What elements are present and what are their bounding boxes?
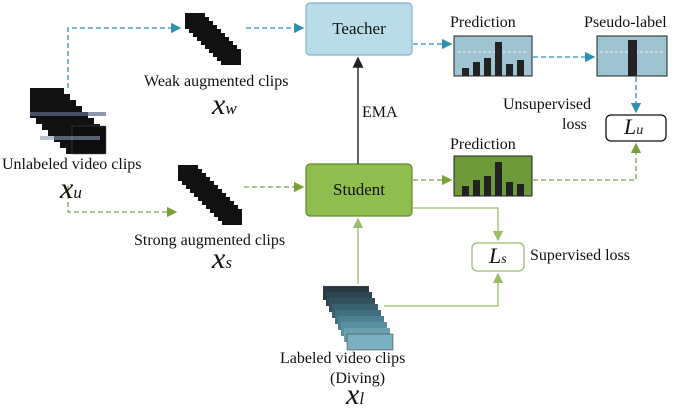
unsupervised-loss-line2: loss — [562, 116, 587, 133]
unlabeled-clips-stack — [30, 88, 107, 155]
unsupervised-loss-line1: Unsupervised — [503, 96, 591, 113]
lu-symbol: Lu — [624, 114, 644, 139]
student-prediction-label: Prediction — [450, 136, 516, 153]
flow-unlabeled-to-weak — [67, 22, 182, 88]
weak-clips-stack — [185, 13, 241, 65]
student-prediction-chart — [453, 155, 533, 197]
strong-clips-label: Strong augmented clips — [134, 232, 286, 249]
student-box — [305, 163, 413, 217]
weak-clips-label: Weak augmented clips — [144, 73, 289, 90]
strong-clips-stack — [178, 165, 242, 225]
ls-box — [471, 242, 525, 272]
xl-symbol: xl — [346, 378, 365, 411]
lu-box — [605, 114, 667, 142]
flow-labeled-to-ls — [384, 272, 504, 307]
xs-symbol: xs — [212, 242, 232, 275]
student-label: Student — [333, 180, 385, 199]
teacher-prediction-label: Prediction — [450, 14, 516, 31]
xu-symbol: xu — [60, 172, 82, 205]
diving-label: (Diving) — [330, 370, 386, 387]
teacher-box — [305, 2, 413, 56]
supervised-loss-label: Supervised loss — [530, 247, 630, 264]
teacher-label: Teacher — [332, 19, 386, 38]
pseudo-label-label: Pseudo-label — [584, 14, 667, 31]
flow-prediction-to-lu — [533, 142, 642, 181]
xw-symbol: xw — [212, 88, 237, 121]
labeled-clips-stack — [323, 286, 394, 351]
ema-label: EMA — [362, 104, 398, 121]
flow-unlabeled-to-strong — [67, 186, 178, 218]
flow-student-to-ls — [413, 207, 504, 242]
unlabeled-clips-label: Unlabeled video clips — [2, 156, 142, 173]
ls-symbol: Ls — [489, 243, 507, 268]
pseudo-label-chart — [596, 35, 668, 77]
teacher-prediction-chart — [453, 35, 533, 77]
labeled-clips-label: Labeled video clips — [280, 350, 406, 367]
